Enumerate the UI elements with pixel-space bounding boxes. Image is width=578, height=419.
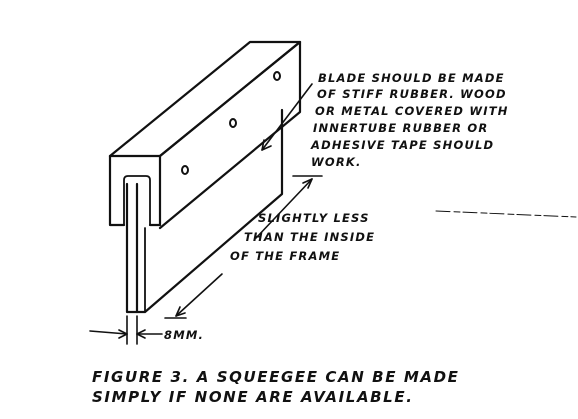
blade-note-line: OR METAL COVERED WITH bbox=[315, 104, 509, 118]
dimension-line-lower bbox=[175, 273, 223, 317]
caption-line: FIGURE 3. A SQUEEGEE CAN BE MADE bbox=[92, 368, 460, 386]
arrow-head-icon bbox=[136, 329, 146, 339]
blade-note-leader bbox=[261, 83, 313, 151]
thickness-label: 8MM. bbox=[164, 328, 204, 342]
dimension-line-upper bbox=[255, 178, 313, 239]
length-note-line: OF THE FRAME bbox=[230, 249, 340, 263]
stray-line bbox=[435, 210, 577, 218]
arrow-head-icon bbox=[175, 306, 186, 317]
blade-note-line: WORK. bbox=[311, 155, 362, 169]
arrow-head-icon bbox=[118, 329, 128, 339]
handle-end-face bbox=[108, 154, 162, 227]
length-dimension bbox=[164, 175, 323, 319]
caption-line: SIMPLY IF NONE ARE AVAILABLE. bbox=[92, 388, 414, 406]
squeegee-handle bbox=[108, 40, 302, 230]
arrow-head-icon bbox=[302, 178, 313, 189]
handle-slot bbox=[123, 175, 151, 226]
blade-note-line: INNERTUBE RUBBER OR bbox=[313, 121, 488, 135]
squeegee-blade bbox=[125, 108, 284, 314]
figure-caption: FIGURE 3. A SQUEEGEE CAN BE MADE SIMPLY … bbox=[92, 368, 460, 406]
screw-hole-icon bbox=[181, 165, 189, 175]
blade-edge bbox=[125, 182, 139, 314]
handle-front-face bbox=[158, 40, 302, 230]
screw-hole-icon bbox=[273, 71, 281, 81]
screw-hole-icon bbox=[229, 118, 237, 128]
blade-face bbox=[135, 108, 284, 314]
blade-note-line: ADHESIVE TAPE SHOULD bbox=[310, 138, 494, 152]
thickness-dimension bbox=[89, 315, 163, 345]
handle-top-face bbox=[108, 40, 302, 158]
length-note-line: THAN THE INSIDE bbox=[244, 230, 375, 244]
blade-note-line: OF STIFF RUBBER. WOOD bbox=[317, 87, 507, 101]
dimension-arrow-left bbox=[89, 330, 128, 335]
length-note: SLIGHTLY LESS THAN THE INSIDE OF THE FRA… bbox=[230, 211, 375, 263]
blade-note: BLADE SHOULD BE MADE OF STIFF RUBBER. WO… bbox=[310, 71, 509, 169]
arrow-head-icon bbox=[261, 139, 272, 151]
blade-note-line: BLADE SHOULD BE MADE bbox=[318, 71, 505, 85]
length-note-line: SLIGHTLY LESS bbox=[258, 211, 370, 225]
